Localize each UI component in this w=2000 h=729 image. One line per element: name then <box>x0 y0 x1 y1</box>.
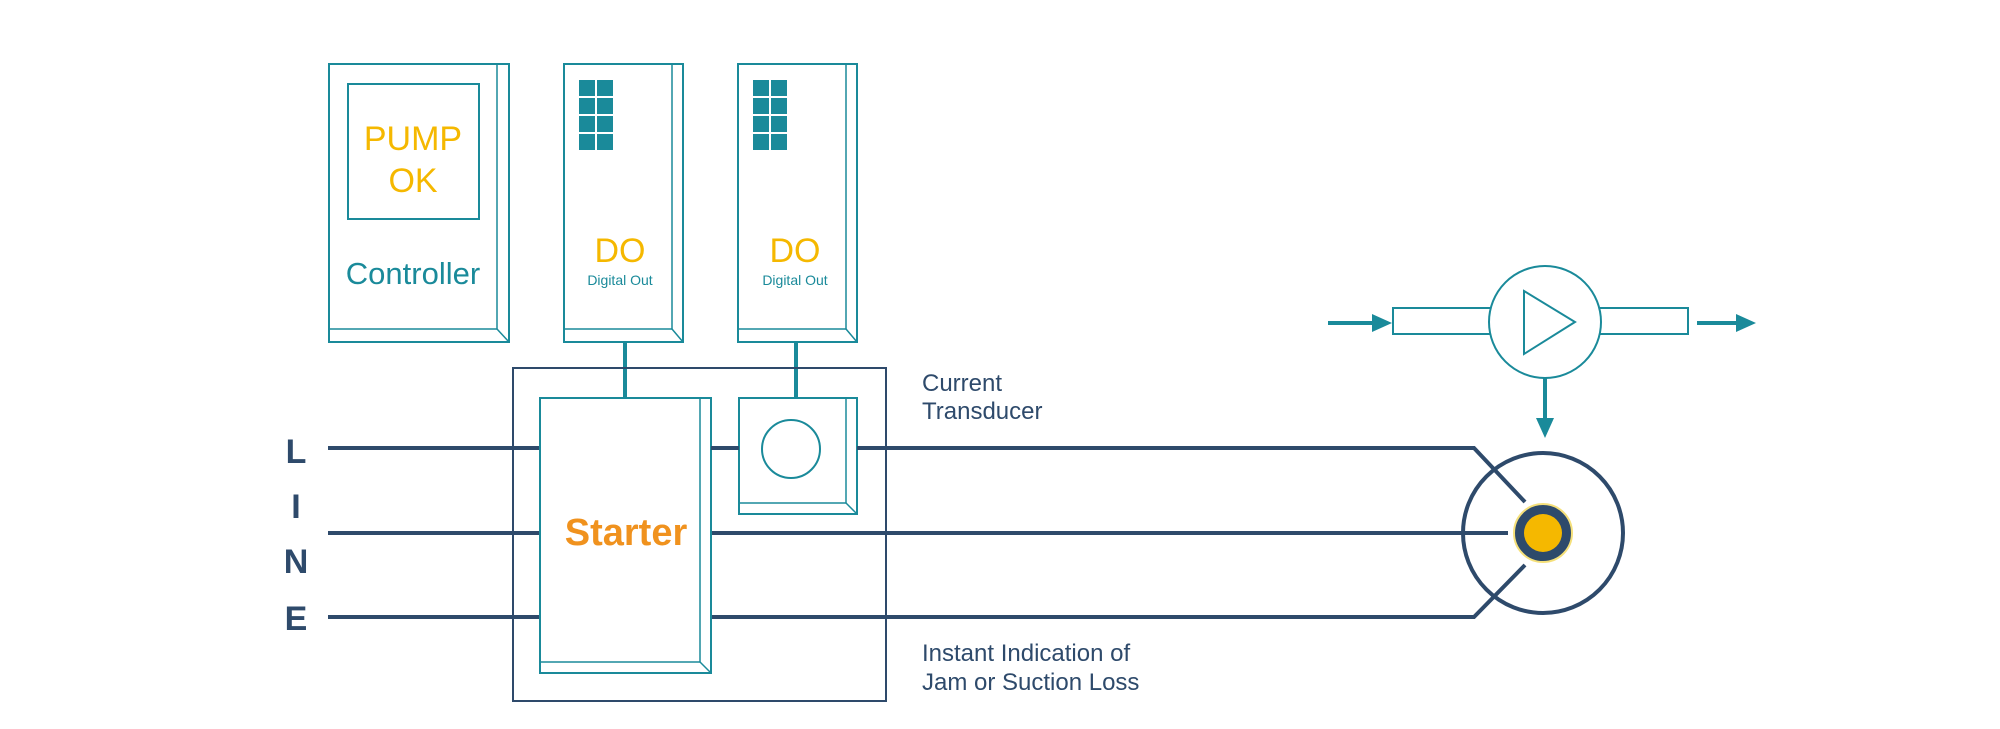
indication-label-line1: Instant Indication of <box>922 640 1130 667</box>
pump-triangle-icon <box>1523 289 1577 356</box>
svg-text:L: L <box>286 433 307 471</box>
indication-label-line2: Jam or Suction Loss <box>922 669 1139 696</box>
starter-label: Starter <box>565 512 688 554</box>
inlet-pipe <box>1392 307 1498 335</box>
do-label: DO <box>595 232 646 270</box>
outlet-pipe <box>1592 307 1689 335</box>
line-label: L I N E <box>284 433 309 638</box>
current-transducer-label-line1: Current <box>922 370 1002 397</box>
motor-icon <box>1461 451 1625 615</box>
pump-housing <box>1488 265 1602 379</box>
svg-text:N: N <box>284 543 309 581</box>
do-sublabel: Digital Out <box>762 272 827 288</box>
do-sublabel: Digital Out <box>587 272 652 288</box>
power-lines <box>328 446 1527 619</box>
controller-display <box>347 83 480 220</box>
svg-text:I: I <box>291 488 300 526</box>
controller-display-line1: PUMP <box>364 120 462 158</box>
controller-display-line2: OK <box>388 162 437 200</box>
starter-module: Starter <box>539 397 712 674</box>
pump <box>1392 265 1689 379</box>
do-label: DO <box>770 232 821 270</box>
controller-module: PUMP OK Controller <box>328 63 510 343</box>
digital-out-module-2: DO Digital Out <box>737 63 858 343</box>
transducer-coil-icon <box>761 419 821 479</box>
current-transducer <box>711 397 870 515</box>
svg-text:E: E <box>285 600 308 638</box>
controller-label: Controller <box>346 256 480 291</box>
flow-arrow-icon <box>1328 314 1756 438</box>
digital-out-module-1: DO Digital Out <box>563 63 684 343</box>
indicator-led-grid-icon <box>579 80 613 150</box>
current-transducer-label-line2: Transducer <box>922 398 1043 425</box>
indicator-led-grid-icon <box>753 80 787 150</box>
